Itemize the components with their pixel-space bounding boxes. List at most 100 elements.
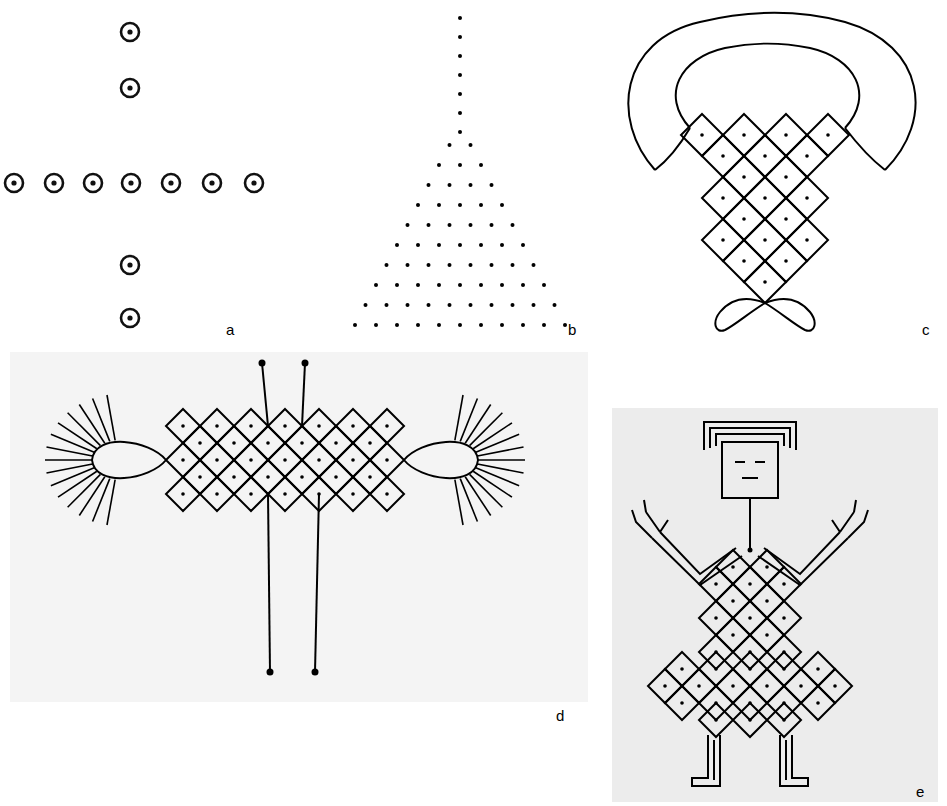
lattice-cell bbox=[750, 550, 784, 584]
cell-dot bbox=[748, 582, 752, 586]
cell-dot bbox=[334, 441, 338, 445]
arch-end bbox=[845, 128, 885, 170]
lattice-cell bbox=[285, 460, 319, 494]
sand-dot bbox=[458, 323, 462, 327]
lattice-cell bbox=[818, 669, 852, 703]
sand-dot bbox=[364, 303, 368, 307]
sand-dot bbox=[500, 243, 504, 247]
stick-tip bbox=[312, 669, 319, 676]
lattice-cell bbox=[723, 156, 765, 198]
cell-dot bbox=[714, 650, 718, 654]
sand-dot bbox=[427, 303, 431, 307]
lattice-cell bbox=[801, 652, 835, 686]
sand-dot bbox=[458, 92, 462, 96]
sand-dot bbox=[479, 163, 483, 167]
sand-dot bbox=[532, 263, 536, 267]
cell-dot bbox=[215, 424, 219, 428]
cell-dot bbox=[663, 684, 667, 688]
cell-dot bbox=[714, 582, 718, 586]
cell-dot bbox=[721, 196, 725, 200]
sand-dot bbox=[469, 143, 473, 147]
cell-dot bbox=[816, 667, 820, 671]
cell-dot bbox=[782, 616, 786, 620]
lattice-cell bbox=[786, 177, 828, 219]
lattice-cell bbox=[750, 584, 784, 618]
fan-ray bbox=[45, 459, 92, 461]
sand-dot bbox=[479, 283, 483, 287]
cell-dot bbox=[765, 633, 769, 637]
sand-dot bbox=[427, 263, 431, 267]
sand-dot bbox=[437, 243, 441, 247]
teardrop bbox=[92, 442, 166, 478]
cell-dot bbox=[714, 701, 718, 705]
sand-dot bbox=[416, 323, 420, 327]
lattice-cell bbox=[744, 261, 786, 303]
hair bbox=[710, 428, 790, 448]
cell-dot bbox=[782, 718, 786, 722]
lattice-cell bbox=[765, 114, 807, 156]
lattice-cell bbox=[786, 135, 828, 177]
leg bbox=[692, 735, 720, 786]
cell-dot bbox=[215, 458, 219, 462]
lattice-cell bbox=[302, 443, 336, 477]
panel-letter: b bbox=[568, 322, 576, 337]
fan-ray bbox=[93, 479, 110, 522]
ring-dot bbox=[51, 180, 56, 185]
lattice-cell bbox=[716, 669, 750, 703]
sand-dot bbox=[469, 183, 473, 187]
cell-dot bbox=[697, 684, 701, 688]
sand-dot bbox=[458, 111, 462, 115]
cell-dot bbox=[748, 667, 752, 671]
cell-dot bbox=[748, 718, 752, 722]
lattice-cell bbox=[166, 409, 200, 443]
cell-dot bbox=[714, 718, 718, 722]
lattice-cell bbox=[767, 652, 801, 686]
arch-outer bbox=[628, 13, 915, 170]
stick bbox=[262, 363, 268, 426]
sand-dot bbox=[479, 203, 483, 207]
cell-dot bbox=[317, 424, 321, 428]
cell-dot bbox=[351, 458, 355, 462]
cell-dot bbox=[721, 154, 725, 158]
cell-dot bbox=[784, 133, 788, 137]
lattice-cell bbox=[183, 426, 217, 460]
lattice-cell bbox=[765, 198, 807, 240]
lattice-cell bbox=[716, 550, 750, 584]
cell-dot bbox=[317, 458, 321, 462]
sand-dot bbox=[416, 243, 420, 247]
lattice-cell bbox=[801, 686, 835, 720]
cell-dot bbox=[763, 196, 767, 200]
sand-dot bbox=[500, 283, 504, 287]
cell-dot bbox=[300, 441, 304, 445]
sand-dot bbox=[553, 303, 557, 307]
cell-dot bbox=[782, 650, 786, 654]
cell-dot bbox=[700, 133, 704, 137]
lattice-cell bbox=[744, 177, 786, 219]
cell-dot bbox=[748, 650, 752, 654]
lattice-cell bbox=[285, 426, 319, 460]
lattice-cell bbox=[807, 114, 849, 156]
ring-dot bbox=[209, 180, 214, 185]
figure-with-lattice bbox=[632, 422, 868, 786]
lattice-cell bbox=[234, 443, 268, 477]
lattice-cell bbox=[353, 460, 387, 494]
lattice-cell bbox=[336, 409, 370, 443]
stick bbox=[315, 494, 319, 672]
cell-dot bbox=[198, 475, 202, 479]
lattice-cell bbox=[336, 477, 370, 511]
lattice-cell bbox=[767, 601, 801, 635]
sand-dot bbox=[479, 243, 483, 247]
stick bbox=[302, 363, 305, 426]
cell-dot bbox=[215, 492, 219, 496]
cell-dot bbox=[833, 684, 837, 688]
lattice-cell bbox=[682, 669, 716, 703]
cell-dot bbox=[765, 599, 769, 603]
lattice-cell bbox=[699, 601, 733, 635]
cell-dot bbox=[742, 259, 746, 263]
hair bbox=[704, 422, 796, 450]
cell-dot bbox=[385, 458, 389, 462]
stick-tip bbox=[259, 360, 266, 367]
hair bbox=[716, 434, 784, 446]
